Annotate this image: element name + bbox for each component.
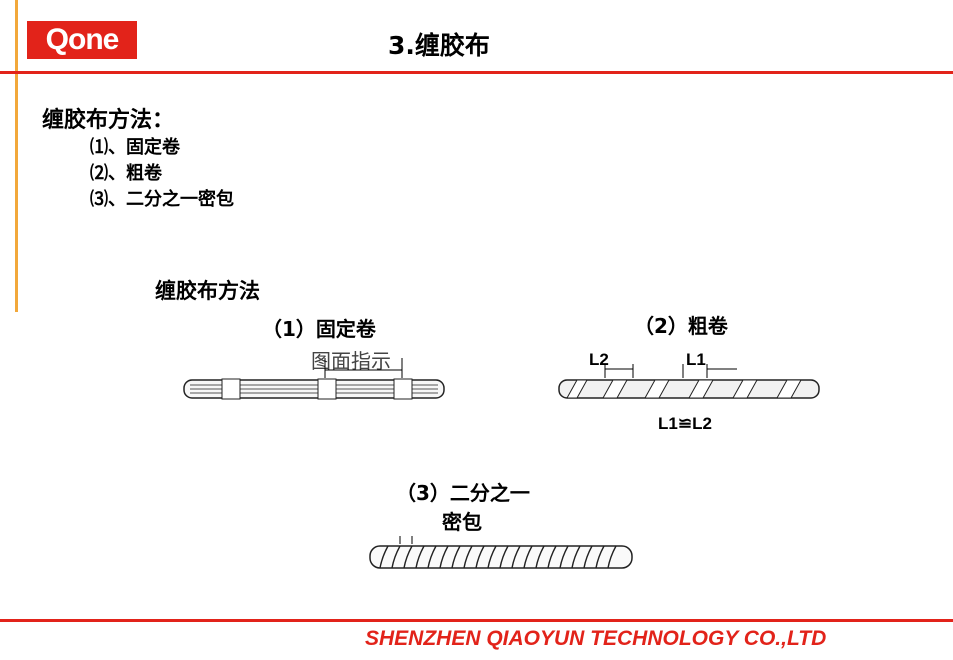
qone-logo: Qone [27, 21, 137, 59]
l2-label: L2 [589, 350, 609, 369]
l1-label: L1 [686, 350, 706, 369]
list-item: ⑴、固定卷 [90, 137, 180, 158]
accent-vertical-line [15, 0, 18, 312]
diagram-subtitle: 缠胶布方法 [155, 279, 260, 303]
length-relation: L1≌L2 [658, 414, 712, 433]
half-wrap-caption-line2: 密包 [442, 510, 482, 534]
drawing-note: 图面指示 [311, 349, 391, 373]
section-heading: 缠胶布方法： [42, 108, 175, 133]
fixed-wrap-caption: （1）固定卷 [262, 317, 376, 341]
fixed-wrap-cable [183, 358, 445, 400]
coarse-wrap-cable [558, 364, 820, 399]
list-item: ⑶、二分之一密包 [90, 189, 234, 210]
company-footer: SHENZHEN QIAOYUN TECHNOLOGY CO.,LTD [365, 627, 827, 650]
half-wrap-caption: （3）二分之一 [396, 481, 530, 505]
list-item: ⑵、粗卷 [90, 163, 162, 184]
half-wrap-cable [369, 536, 633, 569]
page-title: 3.缠胶布 [388, 31, 490, 60]
header-divider [0, 71, 953, 74]
coarse-wrap-caption: （2）粗卷 [634, 314, 728, 338]
footer-divider [0, 619, 953, 622]
